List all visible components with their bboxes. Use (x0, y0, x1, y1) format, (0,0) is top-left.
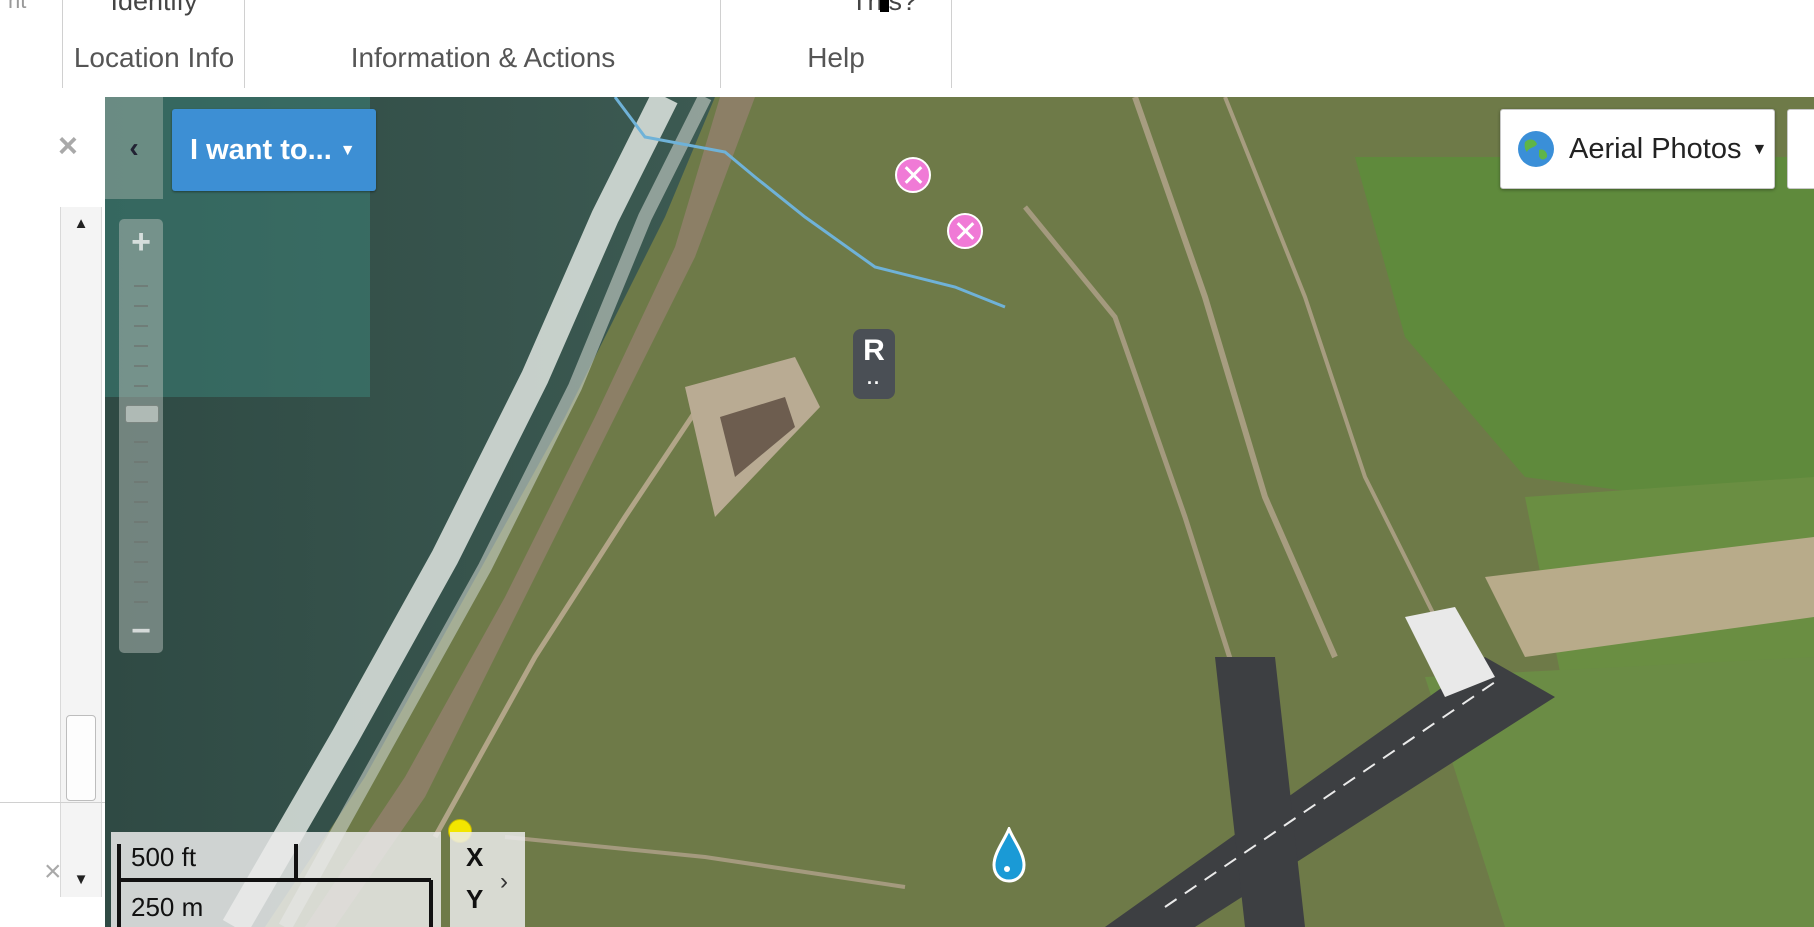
scroll-thumb[interactable] (66, 715, 96, 801)
zoom-in-button[interactable]: + (131, 223, 151, 261)
zoom-tick (134, 541, 148, 543)
cursor-marker (880, 0, 889, 12)
scale-imperial-label: 500 ft (131, 842, 197, 872)
map-tools-button[interactable] (1787, 109, 1814, 189)
zoom-tick (134, 285, 148, 287)
ribbon-group-information-actions[interactable]: Information & Actions (244, 0, 721, 88)
ribbon-group-help[interactable]: This? Help (720, 0, 952, 88)
r-marker-label: R (863, 334, 885, 367)
ribbon-group-location-info[interactable]: Identify Location Info (62, 0, 245, 88)
panel-divider (0, 802, 105, 803)
zoom-tick (134, 461, 148, 463)
zoom-tick (134, 521, 148, 523)
group-label-location-info: Location Info (73, 42, 235, 73)
ribbon-toolbar: nt Identify Location Info Information & … (0, 0, 1814, 98)
zoom-slider[interactable]: + − (119, 219, 163, 653)
scroll-up-icon[interactable]: ▲ (73, 215, 89, 232)
r-marker-dots: .. (866, 368, 881, 388)
identify-button-label[interactable]: Identify (110, 0, 198, 16)
panel-close-icon[interactable]: × (58, 127, 78, 165)
zoom-tick (134, 481, 148, 483)
zoom-out-button[interactable]: − (131, 612, 151, 650)
map-pin-marker[interactable] (947, 213, 983, 249)
globe-icon (1518, 131, 1554, 167)
scale-bar-lines (117, 844, 433, 927)
group-label-help: Help (807, 42, 865, 73)
water-drop-icon[interactable] (990, 827, 1028, 883)
panel-scrollbar[interactable]: ▲ ▼ (60, 207, 102, 897)
zoom-tick (134, 601, 148, 603)
i-want-to-label: I want to... (190, 134, 332, 166)
i-want-to-button[interactable]: I want to... ▼ (172, 109, 376, 191)
x-coordinate-label: X (466, 842, 484, 872)
zoom-tick (134, 581, 148, 583)
zoom-tick (134, 305, 148, 307)
zoom-tick (134, 385, 148, 387)
zoom-tick (134, 365, 148, 367)
basemap-label: Aerial Photos (1569, 133, 1742, 165)
zoom-tick (134, 501, 148, 503)
r-map-marker[interactable]: R .. (853, 329, 895, 399)
scroll-down-icon[interactable]: ▼ (73, 871, 89, 888)
y-coordinate-label: Y (466, 884, 484, 914)
scale-bar: 500 ft 250 m (111, 832, 441, 927)
chevron-right-icon[interactable]: › (500, 868, 508, 895)
left-panel: × ▲ ▼ × (0, 97, 105, 927)
group-label-information-actions: Information & Actions (350, 42, 616, 73)
zoom-tick (134, 325, 148, 327)
basemap-selector-button[interactable]: Aerial Photos ▼ (1500, 109, 1775, 189)
map-pin-marker[interactable] (895, 157, 931, 193)
ribbon-cut-text: nt (8, 0, 27, 13)
scale-metric-label: 250 m (131, 892, 204, 922)
chevron-down-icon: ▼ (339, 142, 356, 160)
zoom-tick (134, 561, 148, 563)
help-button-label[interactable]: This? (851, 0, 951, 17)
panel-close-icon-bottom[interactable]: × (44, 855, 62, 888)
zoom-slider-handle[interactable] (125, 405, 159, 423)
map-view[interactable]: ‹ I want to... ▼ + − Aerial Photos ▼ (105, 97, 1814, 927)
zoom-tick (134, 441, 148, 443)
chevron-down-icon: ▼ (1751, 141, 1768, 159)
zoom-tick (134, 345, 148, 347)
coordinate-readout[interactable]: X Y › (450, 832, 525, 927)
collapse-panel-button[interactable]: ‹ (105, 97, 163, 199)
